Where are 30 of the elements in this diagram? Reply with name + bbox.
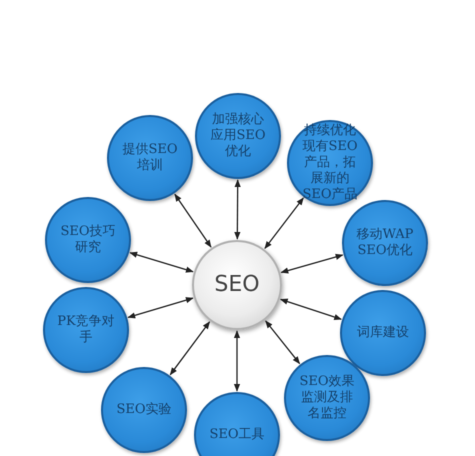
- node-label: SEO工具: [208, 427, 266, 443]
- double-arrow: [129, 252, 194, 273]
- double-arrow: [265, 320, 300, 364]
- double-arrow: [234, 330, 240, 392]
- double-arrow: [174, 194, 212, 248]
- node-label: 提供SEO培训: [121, 142, 179, 174]
- circle-node: [101, 367, 187, 453]
- node-label: 移动WAP SEO优化: [356, 227, 414, 259]
- circle-node: [194, 392, 280, 456]
- node-label: 词库建设: [356, 325, 410, 341]
- node-label: PK竞争对手: [56, 314, 116, 346]
- node-label: 持续优化现有SEO产品，拓展新的SEO产品: [301, 123, 359, 203]
- node-label: SEO效果监测及排名监控: [298, 374, 356, 422]
- node-label: SEO: [213, 272, 261, 298]
- double-arrow: [280, 254, 344, 274]
- circle-node: [45, 197, 131, 283]
- node-label: SEO技巧研究: [59, 224, 117, 256]
- node-label: 加强核心应用SEO优化: [209, 112, 267, 160]
- circle-node: [284, 355, 370, 441]
- double-arrow: [264, 197, 304, 250]
- circle-node: [192, 240, 282, 330]
- circle-node: [287, 120, 373, 206]
- node-label: SEO实验: [115, 402, 173, 418]
- double-arrow: [280, 298, 342, 320]
- double-arrow: [170, 321, 210, 376]
- circle-node: [342, 200, 428, 286]
- double-arrow: [127, 297, 194, 318]
- circle-node: [340, 290, 426, 376]
- double-arrow: [234, 179, 241, 240]
- circle-node: [195, 93, 281, 179]
